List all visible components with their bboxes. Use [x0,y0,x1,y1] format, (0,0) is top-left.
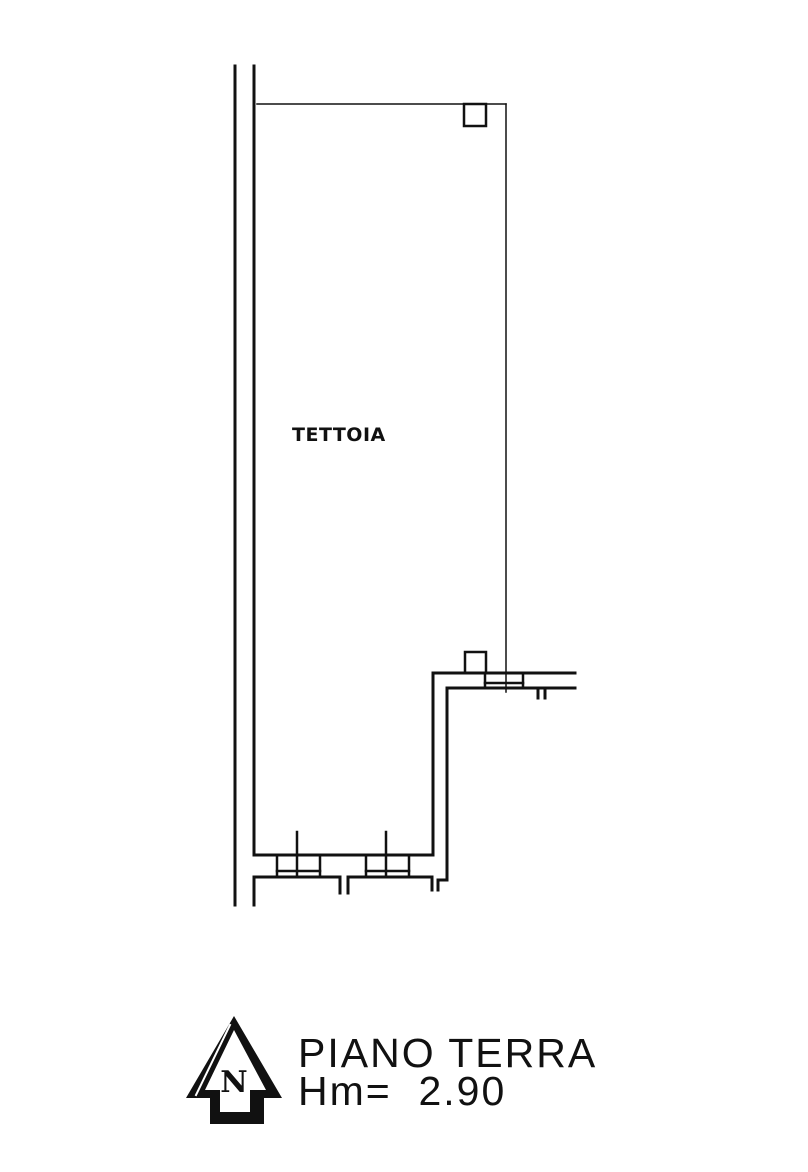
height-label: Hm= 2.90 [298,1068,507,1114]
roof-outline [256,103,507,693]
north-arrow-icon: N [186,1016,282,1124]
pillars [275,102,525,879]
plan-title-block: PIANO TERRA Hm= 2.90 [298,1030,598,1114]
room-label: TETTOIA [292,424,386,446]
outer-walls [233,64,577,907]
floor-title: PIANO TERRA [298,1030,598,1076]
north-letter: N [220,1065,247,1100]
